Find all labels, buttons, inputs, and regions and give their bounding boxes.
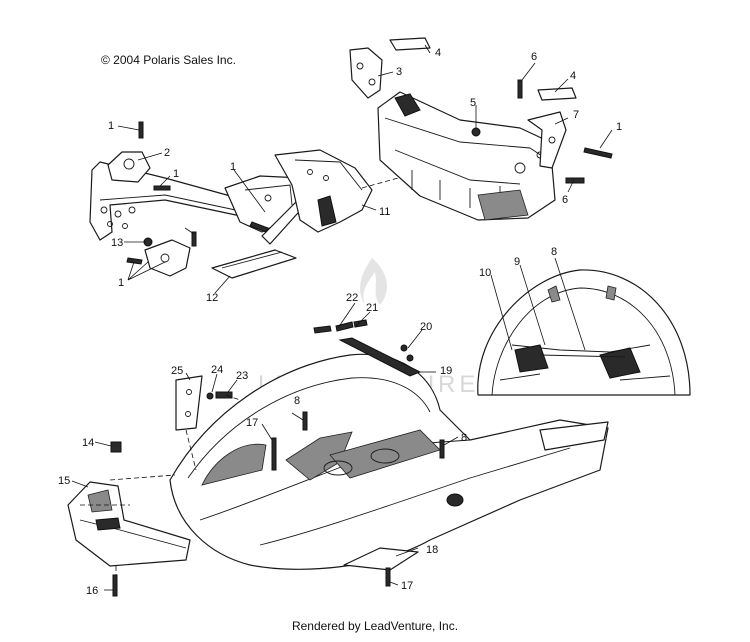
callout-11: 11 (379, 206, 390, 218)
callout-18: 18 (426, 544, 438, 556)
side-bracket (527, 111, 567, 169)
lower-mount-bracket (144, 239, 191, 277)
small-hardware (110, 319, 445, 597)
callout-21: 21 (366, 302, 378, 314)
skid-plate (343, 547, 419, 571)
callout-1-tube: 1 (230, 161, 236, 173)
callout-24: 24 (211, 364, 223, 376)
callout-15: 15 (58, 475, 70, 487)
callout-1-bottom: 1 (118, 277, 124, 289)
callout-6-bottom: 6 (562, 194, 568, 206)
assembly-lines (80, 177, 399, 575)
frame-cross-tube (211, 197, 307, 279)
callout-23: 23 (236, 370, 248, 382)
nose-bumper (67, 481, 191, 567)
callout-2: 2 (164, 147, 170, 159)
callout-10: 10 (479, 267, 491, 279)
bolts-right (471, 79, 613, 184)
mounting-plate (349, 47, 383, 99)
copyright-notice: © 2004 Polaris Sales Inc. (101, 53, 236, 67)
callout-12: 12 (206, 292, 218, 304)
steering-support-bracket (274, 149, 373, 233)
bolts-left (126, 121, 269, 265)
callout-1-mid: 1 (173, 168, 179, 180)
callout-8-right: 8 (461, 432, 467, 444)
callout-16: 16 (86, 585, 98, 597)
upper-frame-assembly (377, 91, 556, 221)
callout-7: 7 (573, 109, 579, 121)
callout-1-right: 1 (616, 121, 622, 133)
callout-labels: 1 2 1 1 13 1 12 11 3 4 4 6 5 7 1 6 10 9 … (58, 47, 622, 597)
callout-1-top: 1 (108, 120, 114, 132)
hood-assembly (169, 337, 609, 570)
render-credit: Rendered by LeadVenture, Inc. (291, 619, 459, 633)
front-frame-bracket (89, 151, 303, 241)
callout-5: 5 (470, 97, 476, 109)
rear-view-inset (477, 269, 691, 396)
callout-17-top: 17 (246, 417, 258, 429)
callout-19: 19 (440, 365, 452, 377)
callout-20: 20 (420, 321, 432, 333)
callout-6-top: 6 (531, 51, 537, 63)
leader-lines (71, 44, 613, 591)
callout-4-top: 4 (435, 47, 441, 59)
callout-9: 9 (514, 256, 520, 268)
callout-3: 3 (396, 66, 402, 78)
callout-17-bottom: 17 (401, 580, 413, 592)
callout-8-inset: 8 (551, 246, 557, 258)
side-plate (175, 375, 203, 431)
callout-14: 14 (82, 437, 94, 449)
callout-8-hood: 8 (294, 395, 300, 407)
callout-25: 25 (171, 365, 183, 377)
callout-13: 13 (111, 237, 123, 249)
decal-pads (389, 37, 577, 101)
callout-4-right: 4 (570, 70, 576, 82)
callout-22: 22 (346, 292, 358, 304)
